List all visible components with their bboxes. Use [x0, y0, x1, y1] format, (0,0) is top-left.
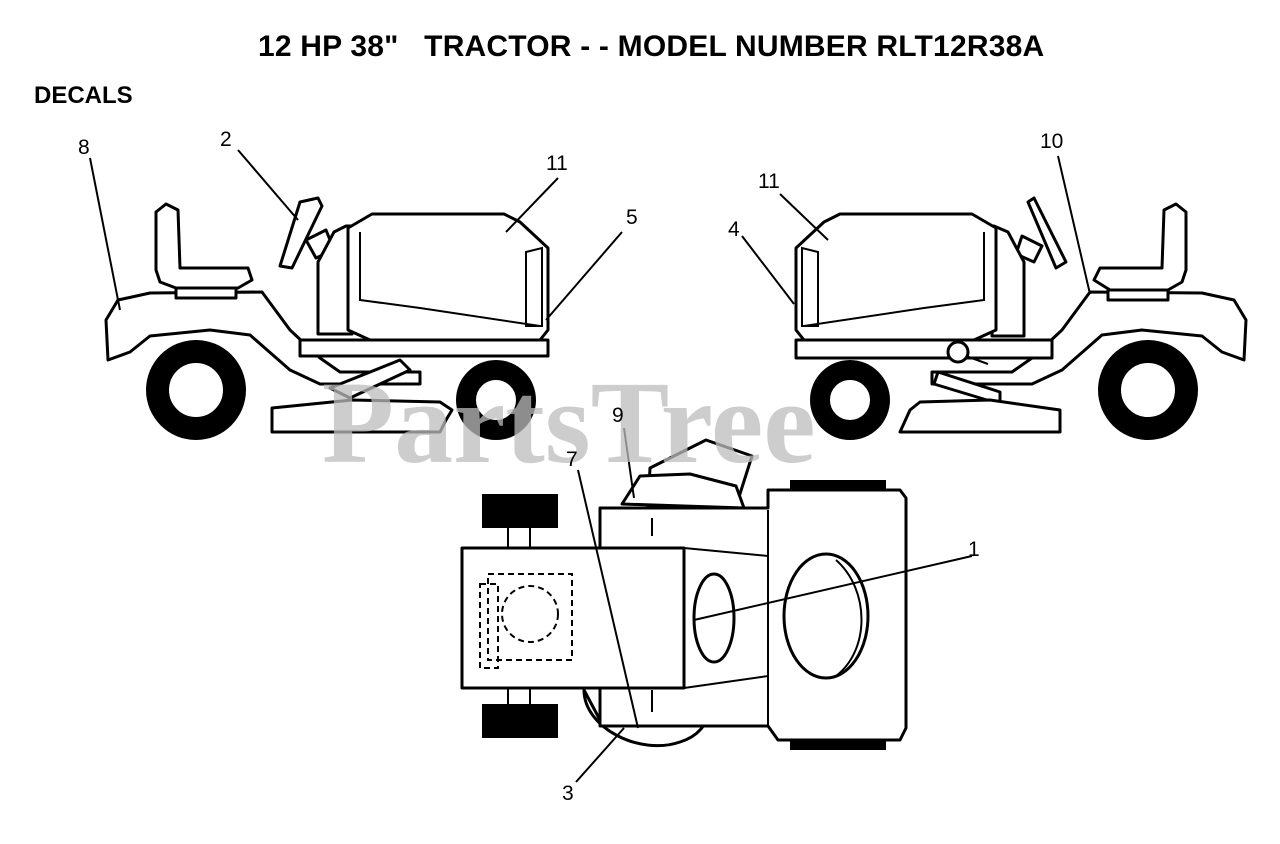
rear-fender — [104, 290, 422, 386]
lever-knob — [946, 340, 970, 364]
decal-circle — [501, 585, 559, 643]
mower-deck — [898, 398, 1062, 434]
callout-11-left: 11 — [546, 152, 568, 175]
steering-wheel — [1026, 196, 1068, 270]
front-axle — [507, 528, 531, 704]
rear-fender — [930, 290, 1248, 386]
steering-wheel — [278, 196, 324, 270]
front-wheel-bottom — [482, 704, 558, 738]
seat-base — [174, 286, 238, 300]
decal-outline — [487, 573, 573, 661]
callout-7: 7 — [566, 448, 578, 471]
seat — [1092, 202, 1188, 292]
section-label: DECALS — [34, 82, 133, 109]
hood — [346, 212, 550, 342]
seat-contour — [835, 559, 863, 677]
callout-numbers: 8 2 11 5 4 11 10 9 7 1 3 — [78, 128, 1063, 805]
leader-7 — [577, 469, 639, 729]
rear-wheel-hub — [1119, 361, 1177, 419]
watermark: PartsTree — [322, 357, 816, 488]
hood-top — [460, 546, 686, 690]
mower-deck — [270, 398, 454, 434]
leader-10 — [1057, 155, 1091, 295]
grille — [801, 246, 819, 327]
leader-5 — [545, 231, 623, 321]
chassis — [298, 338, 550, 358]
callout-1: 1 — [968, 538, 980, 561]
front-wheel-hub — [828, 378, 872, 422]
pedal — [328, 358, 412, 400]
callout-9: 9 — [612, 404, 624, 427]
callout-2: 2 — [220, 128, 232, 151]
callout-10: 10 — [1040, 130, 1063, 153]
grille — [525, 246, 543, 327]
leader-4 — [741, 235, 795, 305]
front-wheel-top — [482, 494, 558, 528]
leader-1 — [693, 555, 973, 621]
hood-contour — [803, 232, 985, 327]
callout-4: 4 — [728, 218, 740, 241]
leader-11-left — [505, 177, 559, 233]
leader-2 — [237, 149, 299, 221]
leader-lines — [89, 149, 1091, 783]
hood — [794, 212, 998, 342]
seat-top — [782, 552, 870, 680]
tractor-left-side-view — [104, 196, 550, 440]
decal-outline-side — [479, 583, 499, 669]
lever — [965, 355, 989, 365]
tractor-right-side-view — [794, 196, 1248, 440]
leader-11-right — [779, 193, 829, 241]
rear-wheel-hub — [167, 361, 225, 419]
callout-3: 3 — [562, 782, 574, 805]
leader-9 — [623, 427, 635, 499]
page-title: 12 HP 38" TRACTOR - - MODEL NUMBER RLT12… — [258, 30, 1045, 63]
callout-11-right: 11 — [758, 170, 780, 193]
leader-8 — [89, 157, 121, 311]
callout-5: 5 — [626, 206, 638, 229]
tractor-top-view — [460, 438, 908, 750]
chassis — [794, 338, 1054, 360]
hood-contour — [359, 232, 541, 327]
seat — [154, 202, 254, 290]
leader-3 — [575, 727, 625, 783]
seat-base — [1106, 288, 1170, 302]
front-wheel-hub — [474, 378, 518, 422]
steering-hub — [692, 572, 736, 664]
callout-8: 8 — [78, 136, 90, 159]
